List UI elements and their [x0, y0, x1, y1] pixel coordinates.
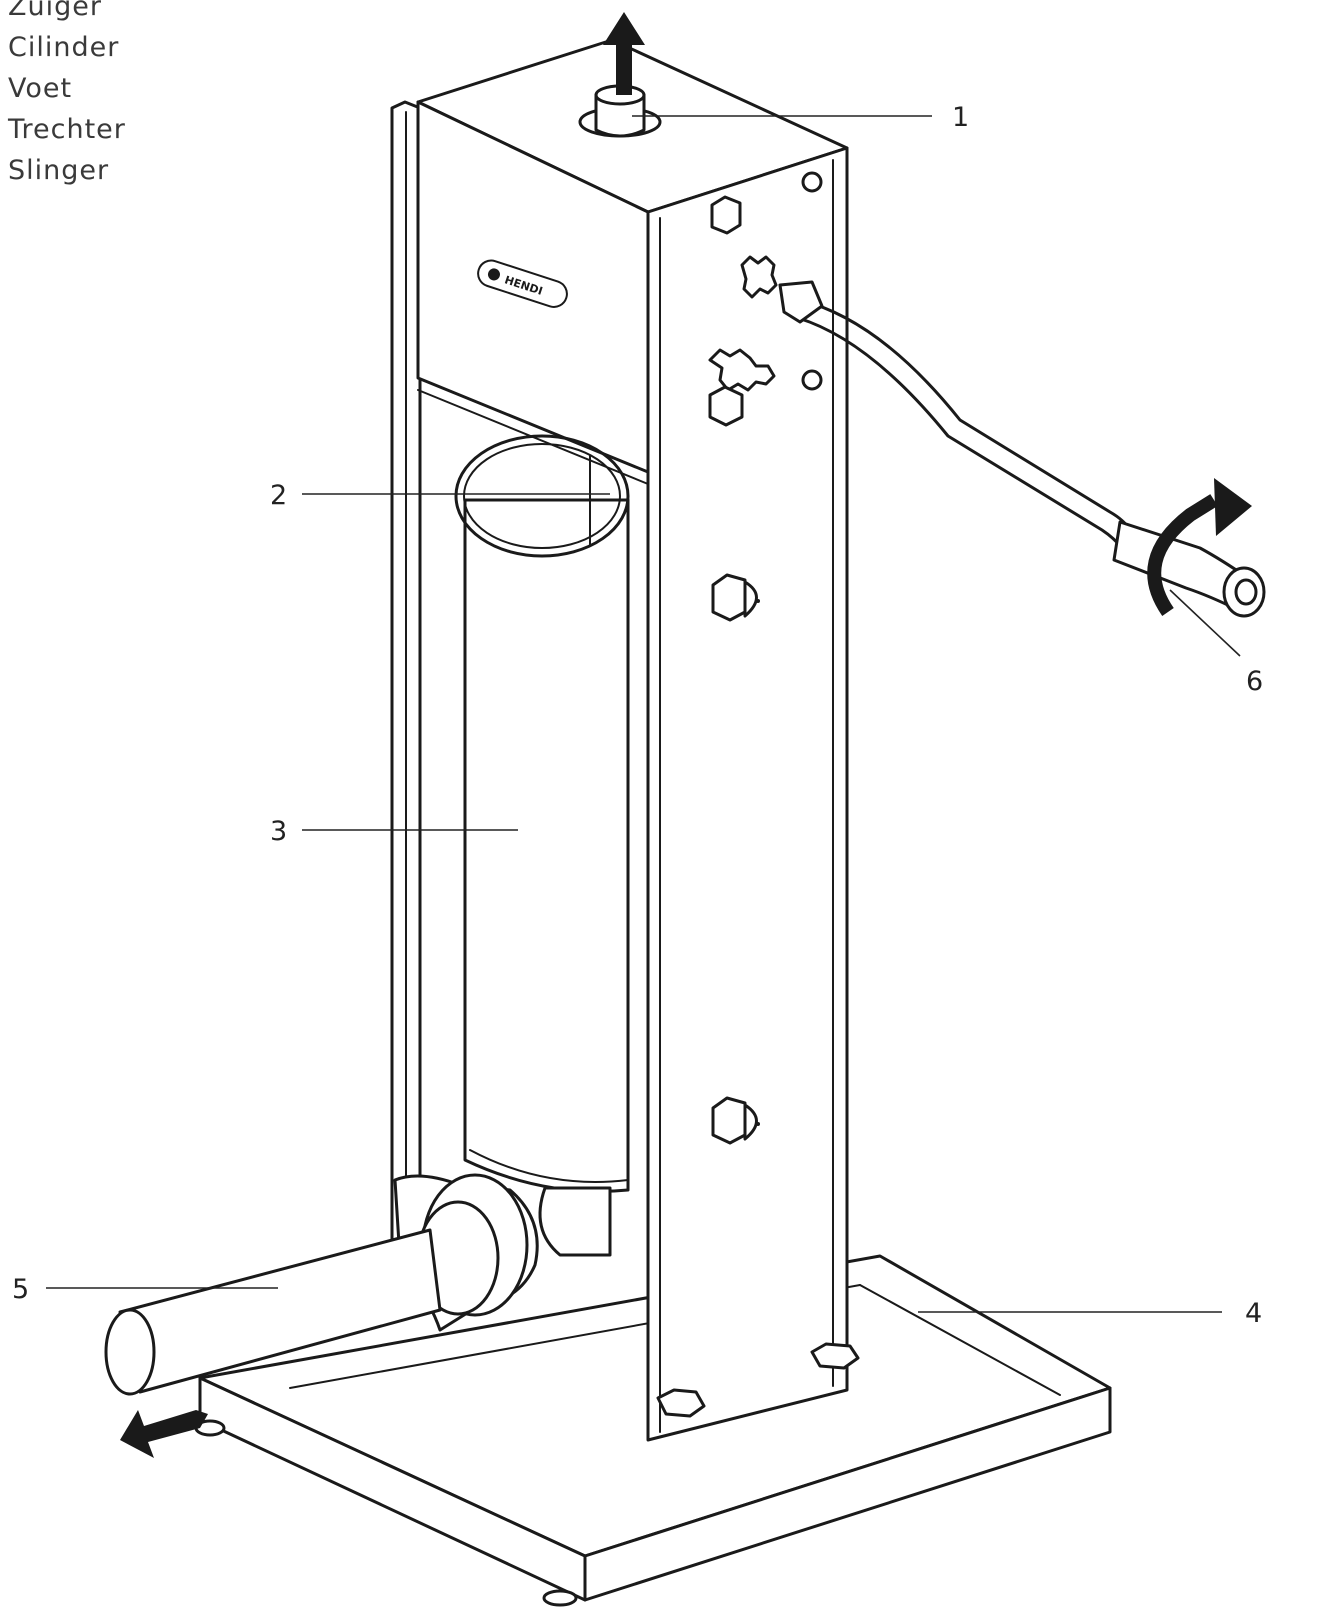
legend-item: Zuiger — [8, 0, 102, 22]
arrow-down-left-icon — [120, 1410, 208, 1458]
side-panel-hardware — [656, 171, 860, 1418]
cap-nut — [711, 573, 760, 622]
arrow-up-icon — [603, 12, 645, 95]
cap-nut — [711, 1096, 760, 1145]
legend-item: Voet — [8, 73, 73, 104]
callout-3: 3 — [270, 816, 287, 847]
callout-5: 5 — [12, 1274, 29, 1305]
legend-item: Cilinder — [8, 32, 120, 63]
legend-item: Slinger — [8, 155, 110, 186]
callout-leaders — [46, 115, 1241, 1313]
callout-1: 1 — [952, 102, 969, 133]
frame-left-upright — [390, 100, 422, 1314]
cylinder — [454, 434, 630, 1193]
parts-legend: Zuiger Cilinder Voet Trechter Slinger — [8, 0, 126, 191]
legend-item: Trechter — [8, 114, 126, 145]
callout-2: 2 — [270, 480, 287, 511]
hendi-logo: HENDI — [477, 259, 568, 308]
callout-6: 6 — [1246, 666, 1263, 697]
funnel-nozzle — [104, 1173, 612, 1396]
callout-4: 4 — [1245, 1298, 1262, 1329]
crank-handle — [778, 280, 1266, 618]
rotate-clockwise-icon — [1147, 478, 1252, 616]
